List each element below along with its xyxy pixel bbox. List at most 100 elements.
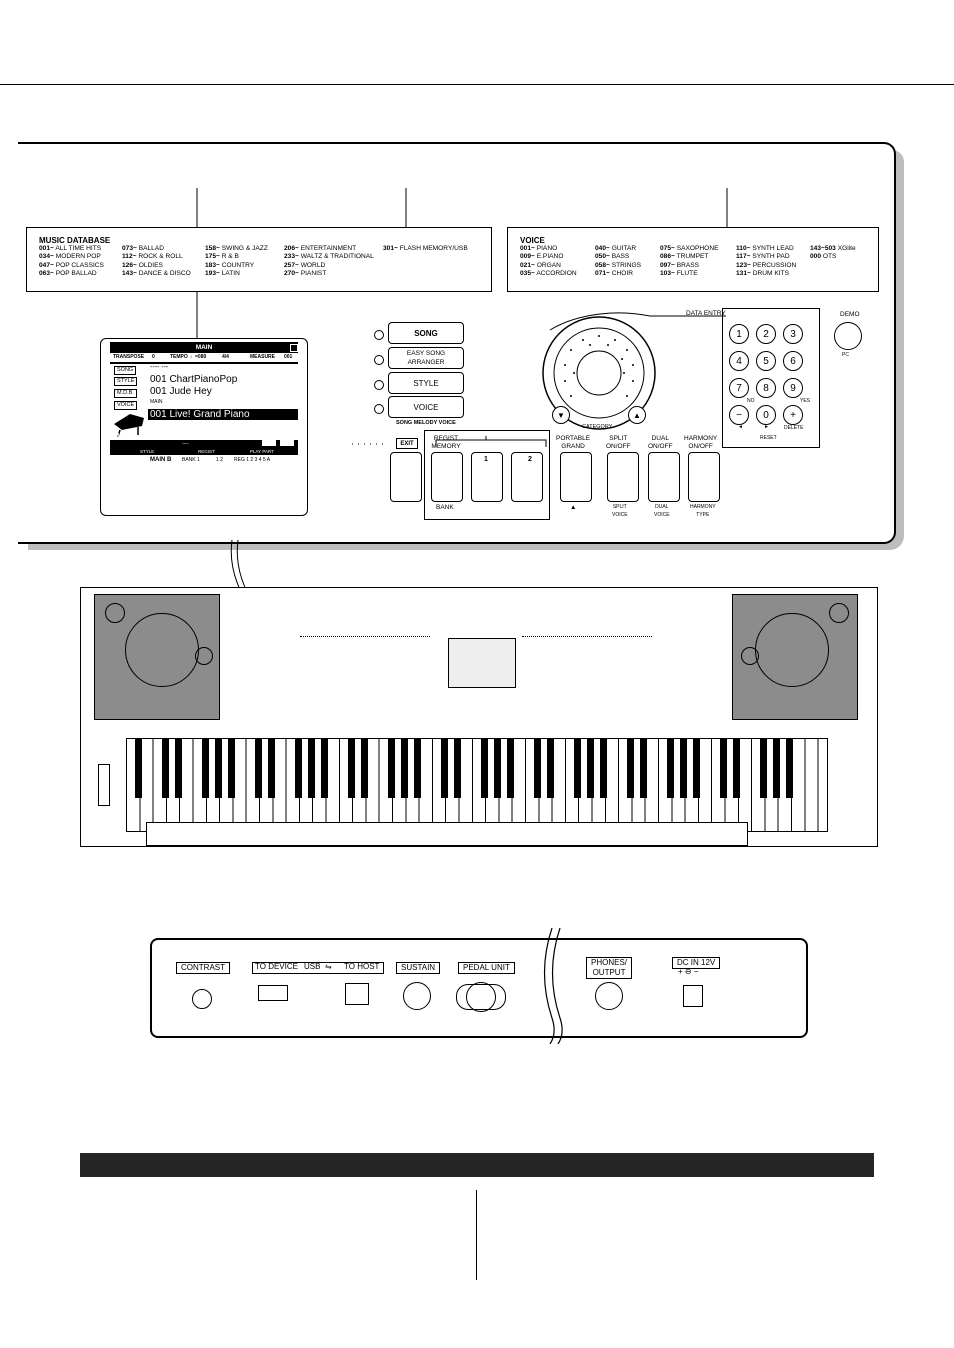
music-database-col4: 206~ ENTERTAINMENT 233~ WALTZ & TRADITIO…	[284, 245, 374, 277]
lcd-song-tag: SONG	[114, 366, 137, 375]
exit-button[interactable]	[390, 452, 422, 502]
lcd-playpart-value: REG 1 2 3 4 5 A	[234, 457, 271, 463]
numpad-9-button[interactable]: 9	[783, 378, 803, 398]
numpad-2-button[interactable]: 2	[756, 324, 776, 344]
pedal-unit-connector[interactable]	[466, 982, 496, 1012]
bank-label: BANK	[436, 504, 454, 511]
numpad-4-button[interactable]: 4	[729, 351, 749, 371]
regist-memory-button[interactable]	[431, 452, 463, 502]
numpad-6-button[interactable]: 6	[783, 351, 803, 371]
numpad-7-button[interactable]: 7	[729, 378, 749, 398]
lcd-voice-highlight: 001 Live! Grand Piano	[148, 409, 298, 420]
song-button[interactable]: SONG	[388, 322, 464, 344]
portable-grand-label: PORTABLE GRAND	[556, 435, 591, 450]
exit-label: EXIT	[396, 438, 418, 449]
data-entry-label: DATA ENTRY	[686, 310, 726, 317]
demo-label: DEMO	[840, 311, 860, 318]
data-dial[interactable]	[540, 314, 658, 432]
usb-to-host-port[interactable]	[345, 983, 369, 1005]
easy-song-arranger-button[interactable]: EASY SONG ARRANGER	[388, 347, 464, 369]
music-database-col3: 158~ SWING & JAZZ 175~ R & B 183~ COUNTR…	[205, 245, 268, 277]
left-speaker	[94, 594, 220, 720]
regist-1-button[interactable]	[471, 452, 503, 502]
double-up-icon: ▲	[633, 410, 641, 420]
lcd-song-value: ---- ---	[150, 364, 169, 371]
numpad-5-button[interactable]: 5	[756, 351, 776, 371]
harmony-type-label: HARMONY TYPE	[690, 504, 716, 518]
music-database-box: MUSIC DATABASE 001~ ALL TIME HITS 034~ M…	[26, 227, 492, 292]
contrast-knob[interactable]	[192, 989, 212, 1009]
section-heading-bar	[80, 1153, 874, 1177]
double-down-icon: ▼	[557, 410, 565, 420]
right-speaker	[732, 594, 858, 720]
song-melody-voice-label: SONG MELODY VOICE	[396, 420, 456, 426]
key-label-strip	[146, 822, 748, 846]
lcd-voice-tag: VOICE	[114, 401, 138, 410]
usb-label-box	[252, 962, 384, 974]
dc-in-label: DC IN 12V	[672, 957, 721, 969]
portable-grand-button[interactable]	[560, 452, 592, 502]
split-button[interactable]	[607, 452, 639, 502]
lcd-bank-slots: 1 2	[216, 457, 223, 463]
black-keys	[135, 738, 793, 798]
pedal-unit-label: PEDAL UNIT	[458, 962, 515, 974]
numpad-1-button[interactable]: 1	[729, 324, 749, 344]
overview-left-controls	[300, 636, 430, 691]
numpad-group	[722, 308, 820, 448]
right-arrow-icon: ►	[764, 424, 769, 430]
regist-memory-group	[424, 430, 550, 520]
polarity-label: + ⊖ −	[678, 967, 699, 976]
dual-label: DUAL ON/OFF	[648, 435, 673, 450]
category-label: CATEGORY	[582, 424, 613, 430]
delete-label: DELETE	[784, 425, 804, 431]
numpad-plus-button[interactable]: +	[783, 405, 803, 425]
reset-label: RESET	[760, 435, 777, 441]
no-label: NO	[747, 398, 755, 404]
sustain-jack[interactable]	[403, 982, 431, 1010]
numpad-0-button[interactable]: 0	[756, 405, 776, 425]
regist-1-label: 1	[484, 456, 488, 463]
usb-to-device-port[interactable]	[258, 985, 288, 1001]
to-device-label: TO DEVICE	[255, 962, 298, 971]
harmony-button[interactable]	[688, 452, 720, 502]
phones-output-jack[interactable]	[595, 982, 623, 1010]
lcd-status-row: TRANSPOSE 0 TEMPO ♩=080 4/4 MEASURE 001	[110, 353, 298, 362]
dc-in-jack[interactable]	[683, 985, 703, 1007]
piano-keys	[126, 738, 828, 832]
lcd-section-value: MAIN B	[150, 457, 172, 463]
lcd-voice-value: 001 Live! Grand Piano	[150, 409, 250, 420]
usb-icon	[280, 435, 294, 446]
regist-2-label: 2	[528, 456, 532, 463]
music-database-col2: 073~ BALLAD 112~ ROCK & ROLL 126~ OLDIES…	[122, 245, 191, 277]
category-down-button[interactable]: ▼	[552, 406, 570, 424]
usb-trident-icon: ⇋	[325, 962, 332, 971]
voice-list-col2: 040~ GUITAR 050~ BASS 058~ STRINGS 071~ …	[595, 245, 642, 277]
lcd-style-tag: STYLE	[114, 377, 138, 386]
lcd-style-value: 001 ChartPianoPop	[150, 374, 238, 385]
to-host-label: TO HOST	[344, 962, 380, 971]
numpad-8-button[interactable]: 8	[756, 378, 776, 398]
category-up-button[interactable]: ▲	[628, 406, 646, 424]
harmony-label: HARMONY ON/OFF	[684, 435, 718, 450]
voice-button[interactable]: VOICE	[388, 396, 464, 418]
usb-label: USB	[304, 962, 321, 971]
lcd-voice-sub: MAIN	[150, 399, 163, 405]
regist-2-button[interactable]	[511, 452, 543, 502]
lcd-bank-value: BANK 1	[182, 457, 200, 463]
dual-button[interactable]	[648, 452, 680, 502]
voice-list-box: VOICE 001~ PIANO 009~ E.PIANO 021~ ORGAN…	[507, 227, 879, 292]
voice-list-col3: 075~ SAXOPHONE 086~ TRUMPET 097~ BRASS 1…	[660, 245, 719, 277]
numpad-3-button[interactable]: 3	[783, 324, 803, 344]
panel-break	[543, 928, 563, 1044]
metronome-small-icon: ▲	[570, 504, 577, 511]
demo-button[interactable]	[834, 322, 862, 350]
style-button[interactable]: STYLE	[388, 372, 464, 394]
numpad-minus-button[interactable]: −	[729, 405, 749, 425]
battery-icon	[290, 344, 298, 352]
contrast-label: CONTRAST	[176, 962, 230, 974]
lcd-main-area: SONG ---- --- STYLE 001 ChartPianoPop M.…	[110, 364, 298, 440]
voice-list-col5: 143~503 XGlite 000 OTS	[810, 245, 856, 261]
voice-list-col1: 001~ PIANO 009~ E.PIANO 021~ ORGAN 035~ …	[520, 245, 577, 277]
lcd-pa-value: ----	[182, 441, 189, 447]
split-label: SPLIT ON/OFF	[606, 435, 631, 450]
